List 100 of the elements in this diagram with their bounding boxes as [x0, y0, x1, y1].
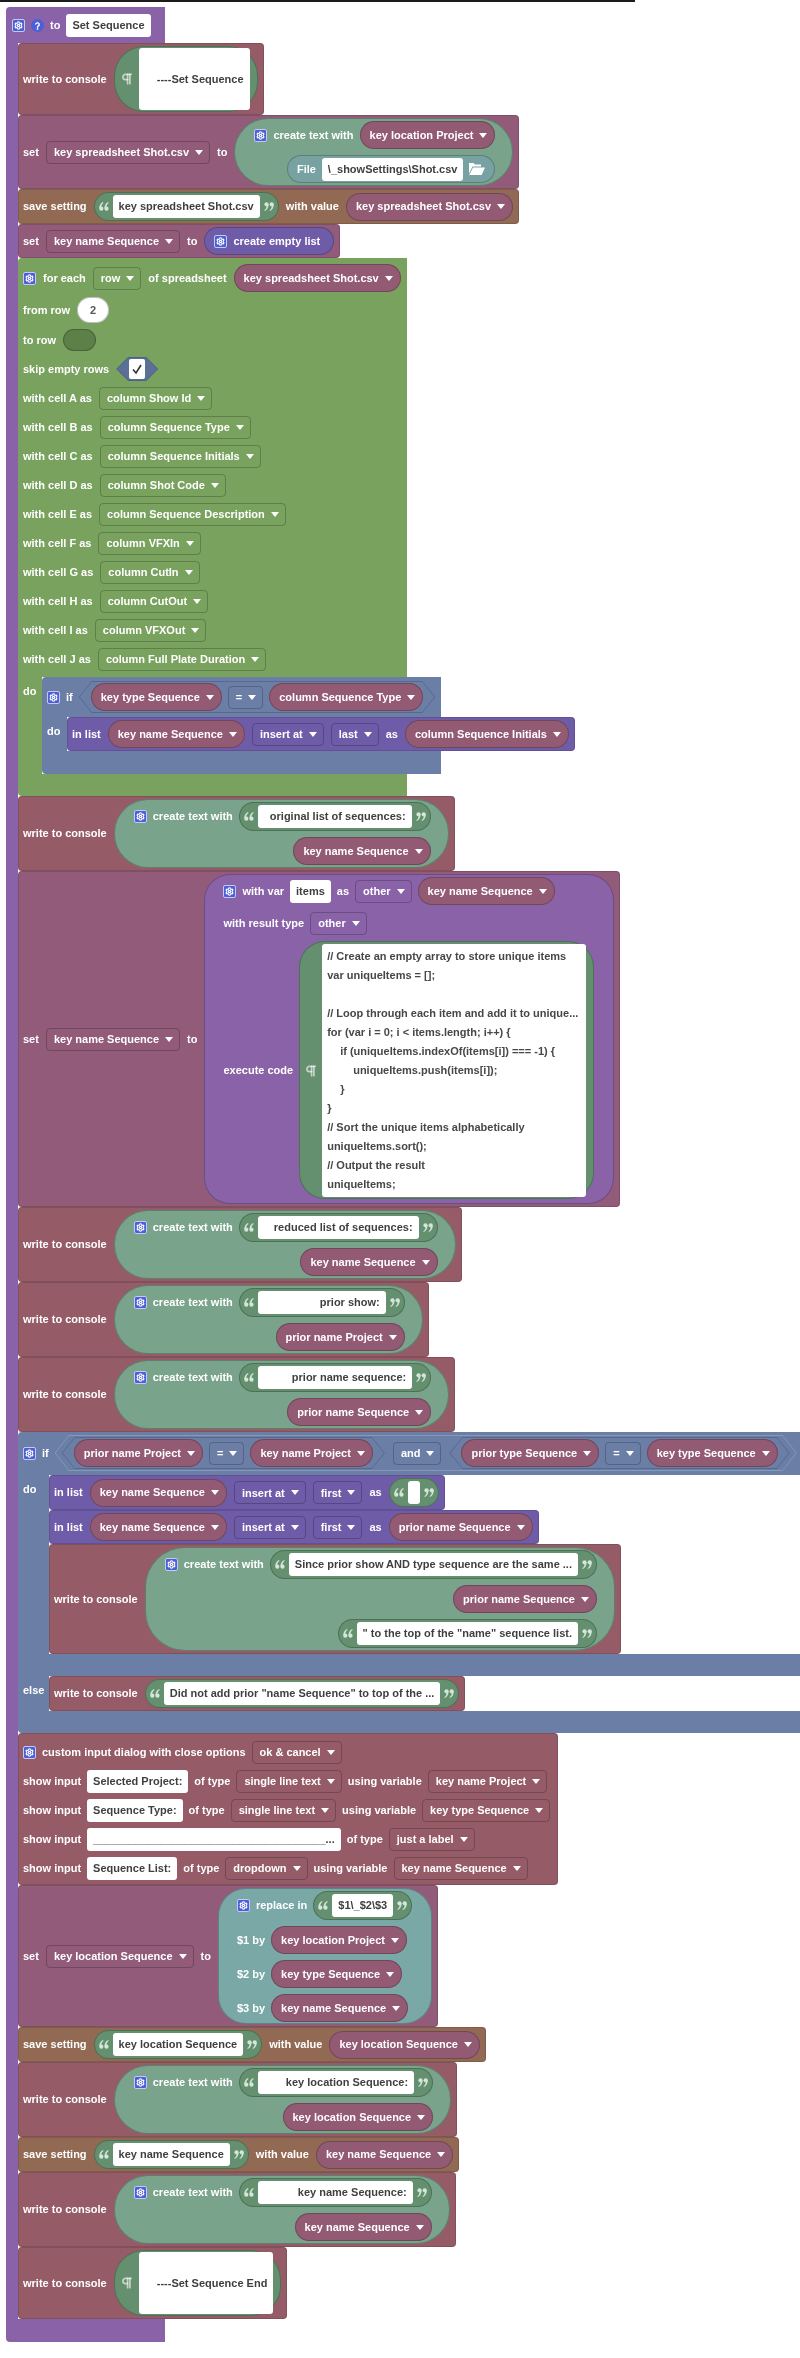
block-label: of type — [346, 1832, 383, 1846]
checkbox-block — [116, 357, 159, 381]
block-label: in list — [72, 727, 101, 741]
block-label: write to console — [54, 1592, 138, 1606]
text-block — [93, 192, 279, 221]
text-field: ----Set Sequence — [138, 48, 250, 110]
input-dialog-block — [18, 1733, 559, 1885]
variable-name: key name Sequence — [99, 1486, 205, 1499]
text-block — [238, 2178, 432, 2207]
variable-name: prior name Project — [285, 1330, 383, 1344]
variable-block — [461, 1439, 600, 1467]
code-line: // Sort the unique items alphabetically — [327, 1120, 525, 1135]
block-label: write to console — [54, 1687, 138, 1700]
variable-block — [250, 1439, 373, 1467]
number-value: 2 — [90, 303, 97, 317]
variable-block — [271, 1960, 403, 1988]
text-field: key location Sequence — [112, 2033, 244, 2056]
variable-name: key location Sequence — [292, 2110, 412, 2124]
block-label: with value — [255, 2148, 309, 2161]
block-label: to — [200, 1949, 211, 1963]
block-label: $3 by — [236, 2001, 266, 2015]
variable-name: key name Sequence — [325, 2148, 432, 2161]
dropdown: = — [605, 1441, 641, 1465]
variable-name: key type Sequence — [281, 1967, 381, 1981]
code-line: // Output the result — [327, 1158, 425, 1173]
block-label: create text with — [152, 1221, 233, 1234]
dropdown: column Sequence Description — [99, 502, 286, 526]
block-label: save setting — [23, 2148, 87, 2161]
block-label: $2 by — [236, 1967, 266, 1981]
variable-name: key name Sequence — [99, 1520, 205, 1534]
block-label: write to console — [23, 2276, 107, 2290]
set-variable-block — [18, 115, 520, 189]
console-block — [49, 1676, 466, 1711]
logic-and-block — [54, 1435, 797, 1471]
block-label: create text with — [152, 2186, 233, 2199]
variable-block — [89, 1513, 227, 1541]
variable-name: key location Project — [369, 128, 474, 142]
block-label: create text with — [152, 1371, 233, 1384]
variable-name: key name Sequence — [303, 844, 409, 858]
block-label: to — [50, 18, 61, 32]
variable-block — [646, 1439, 778, 1467]
variable-name: key location Sequence — [339, 2038, 458, 2051]
variable-block — [287, 1398, 432, 1426]
dropdown: insert at — [233, 1515, 306, 1539]
variable-name: key spreadsheet Shot.csv — [355, 200, 492, 213]
text-field: items — [290, 879, 331, 903]
dropdown: column Full Plate Duration — [97, 647, 267, 671]
text-field: Did not add prior "name Sequence" to top of the ... — [163, 1682, 441, 1705]
block-label: show input — [23, 1861, 82, 1875]
dropdown: key spreadsheet Shot.csv — [45, 140, 211, 164]
list-insert-block — [49, 1475, 445, 1510]
text-block — [113, 46, 258, 112]
code-line: uniqueItems.sort(); — [327, 1139, 427, 1154]
block-label: set — [23, 234, 39, 248]
text-field: prior show: — [257, 1291, 386, 1314]
dropdown: column Shot Code — [99, 473, 226, 497]
block-label: in list — [54, 1486, 83, 1499]
dropdown: column CutOut — [99, 589, 209, 613]
dropdown: column Sequence Initials — [99, 444, 261, 468]
console-block — [18, 2247, 288, 2319]
console-block — [18, 1282, 429, 1357]
code-line: uniqueItems.push(items[i]); — [353, 1063, 498, 1078]
replace-block — [217, 1888, 433, 2024]
block-label: with cell G as — [23, 565, 94, 579]
block-label: with result type — [223, 916, 305, 930]
variable-block — [345, 192, 514, 221]
block-label: skip empty rows — [23, 362, 110, 376]
text-block — [337, 1619, 597, 1648]
block-label: with cell C as — [23, 449, 93, 463]
dropdown: ok & cancel — [251, 1740, 342, 1764]
text-field: key name Sequence — [112, 2143, 230, 2166]
dropdown: last — [330, 722, 379, 746]
text-field: Set Sequence — [66, 13, 151, 37]
dropdown: insert at — [251, 722, 324, 746]
variable-block — [275, 1323, 405, 1351]
variable-block — [73, 1439, 203, 1467]
list-insert-block — [67, 717, 575, 751]
text-block — [269, 1550, 597, 1579]
variable-name: key type Sequence — [656, 1446, 756, 1460]
save-setting-block — [18, 2137, 460, 2172]
console-block — [18, 2172, 456, 2247]
block-label: with cell F as — [23, 536, 92, 550]
block-label: write to console — [23, 1388, 107, 1401]
variable-block — [453, 1585, 597, 1613]
dropdown: column VFXOut — [94, 618, 207, 642]
variable-name: prior name Sequence — [398, 1520, 511, 1534]
text-field: Sequence List: — [87, 1856, 178, 1880]
block-label: with cell E as — [23, 507, 93, 521]
dropdown: key type Sequence — [422, 1798, 551, 1822]
block-label: with cell J as — [23, 652, 91, 666]
variable-block — [90, 683, 222, 711]
console-block — [18, 796, 455, 871]
text-field: key name Sequence: — [257, 2181, 413, 2204]
variable-name: column Sequence Initials — [414, 727, 547, 741]
dropdown: key location Sequence — [45, 1944, 194, 1968]
set-variable-block — [18, 871, 621, 1207]
dropdown: first — [312, 1515, 363, 1539]
variable-block — [271, 1994, 409, 2022]
compare-block — [449, 1437, 790, 1469]
block-label: write to console — [23, 2093, 107, 2106]
